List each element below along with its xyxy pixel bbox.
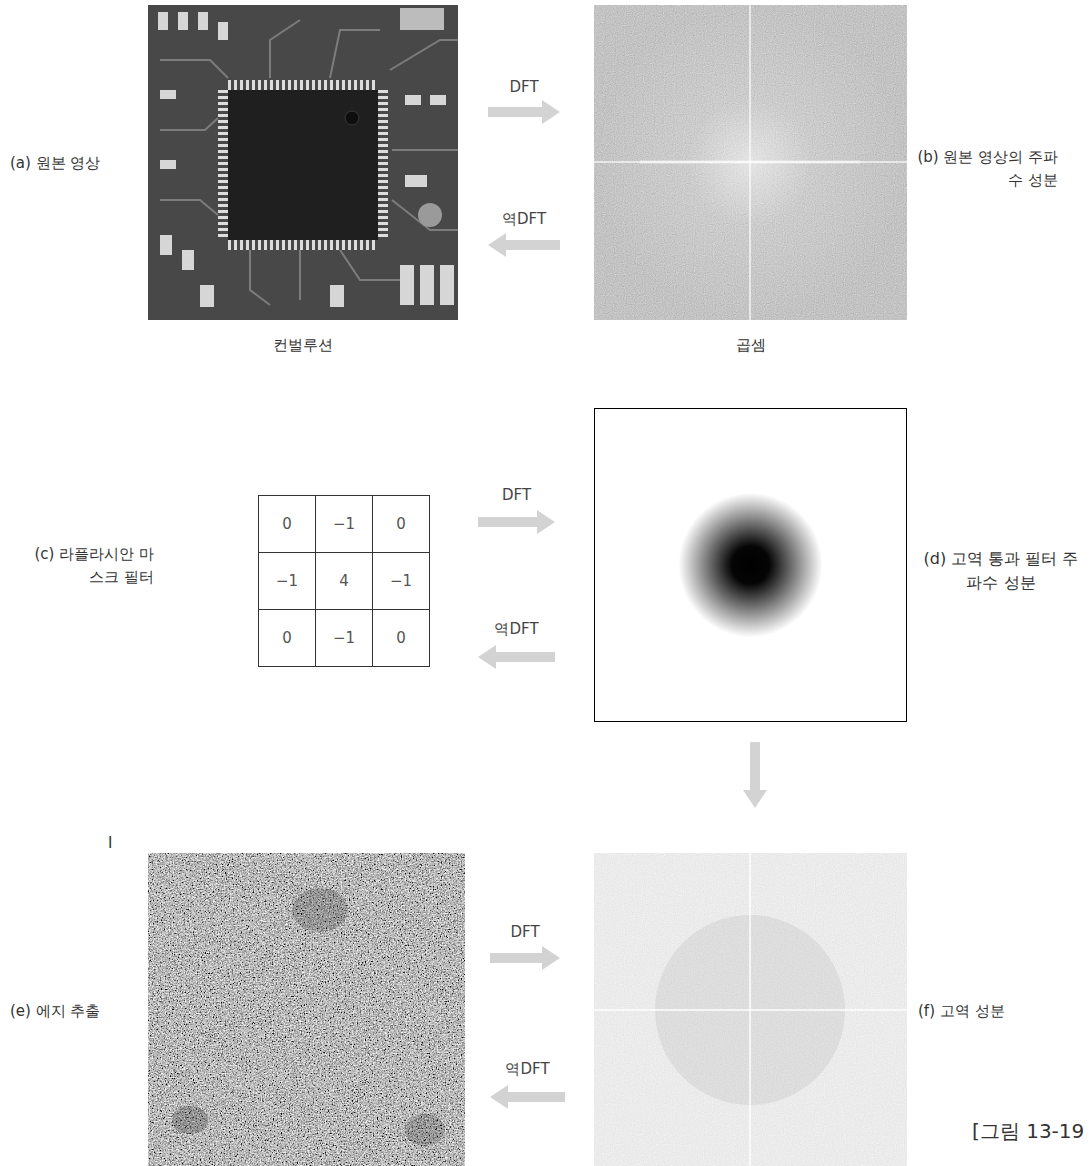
transform-arrow xyxy=(478,645,555,669)
figure-label: (a) 원본 영상 xyxy=(10,152,140,175)
transform-arrow xyxy=(488,100,560,124)
highfreq-image xyxy=(594,853,907,1166)
figure-label: (e) 에지 추출 xyxy=(10,1000,135,1023)
image-frame: (e) 에지 추출 xyxy=(148,853,465,1166)
transform-arrow xyxy=(743,742,767,808)
table-cell: 4 xyxy=(315,552,373,610)
arrow-label: DFT xyxy=(509,78,538,96)
highpass-filter-image xyxy=(594,408,907,722)
spectrum-image xyxy=(594,5,907,320)
image-frame: (d) 고역 통과 필터 주파수 성분 xyxy=(594,408,907,722)
arrow-label: DFT xyxy=(502,486,531,504)
arrow-label: 역DFT xyxy=(494,620,538,639)
transform-arrow xyxy=(488,233,560,257)
table-cell: −1 xyxy=(315,609,373,667)
pcb-photo xyxy=(148,5,458,320)
figure-caption: [그림 13-19 xyxy=(972,1116,1084,1146)
transform-arrow xyxy=(490,1085,565,1109)
operation-label: 곱셈 xyxy=(594,334,907,357)
arrow-label: 역DFT xyxy=(502,210,546,229)
figure-label: (d) 고역 통과 필터 주파수 성분 xyxy=(917,547,1085,595)
transform-arrow xyxy=(490,946,560,970)
arrow-label: 역DFT xyxy=(505,1060,549,1079)
table-cell: 0 xyxy=(258,609,316,667)
table-cell: 0 xyxy=(258,495,316,553)
mark-label: I xyxy=(108,832,112,855)
table-cell: −1 xyxy=(258,552,316,610)
figure-label: (f) 고역 성분 xyxy=(918,1000,1058,1023)
arrow-label: DFT xyxy=(510,923,539,941)
image-frame: (b) 원본 영상의 주파수 성분곱셈 xyxy=(594,5,907,320)
table-cell: −1 xyxy=(315,495,373,553)
figure-label: (c) 라플라시안 마스크 필터 xyxy=(28,543,154,588)
figure-label: (b) 원본 영상의 주파수 성분 xyxy=(916,146,1058,191)
transform-arrow xyxy=(478,510,555,534)
table-cell: 0 xyxy=(372,495,430,553)
table-cell: −1 xyxy=(372,552,430,610)
image-frame: (f) 고역 성분 xyxy=(594,853,907,1166)
mask-table: (c) 라플라시안 마스크 필터0−10−14−10−10 xyxy=(258,493,429,667)
operation-label: 컨벌루션 xyxy=(148,334,458,357)
edge-image xyxy=(148,853,465,1166)
image-frame: (a) 원본 영상컨벌루션 xyxy=(148,5,458,320)
table-cell: 0 xyxy=(372,609,430,667)
